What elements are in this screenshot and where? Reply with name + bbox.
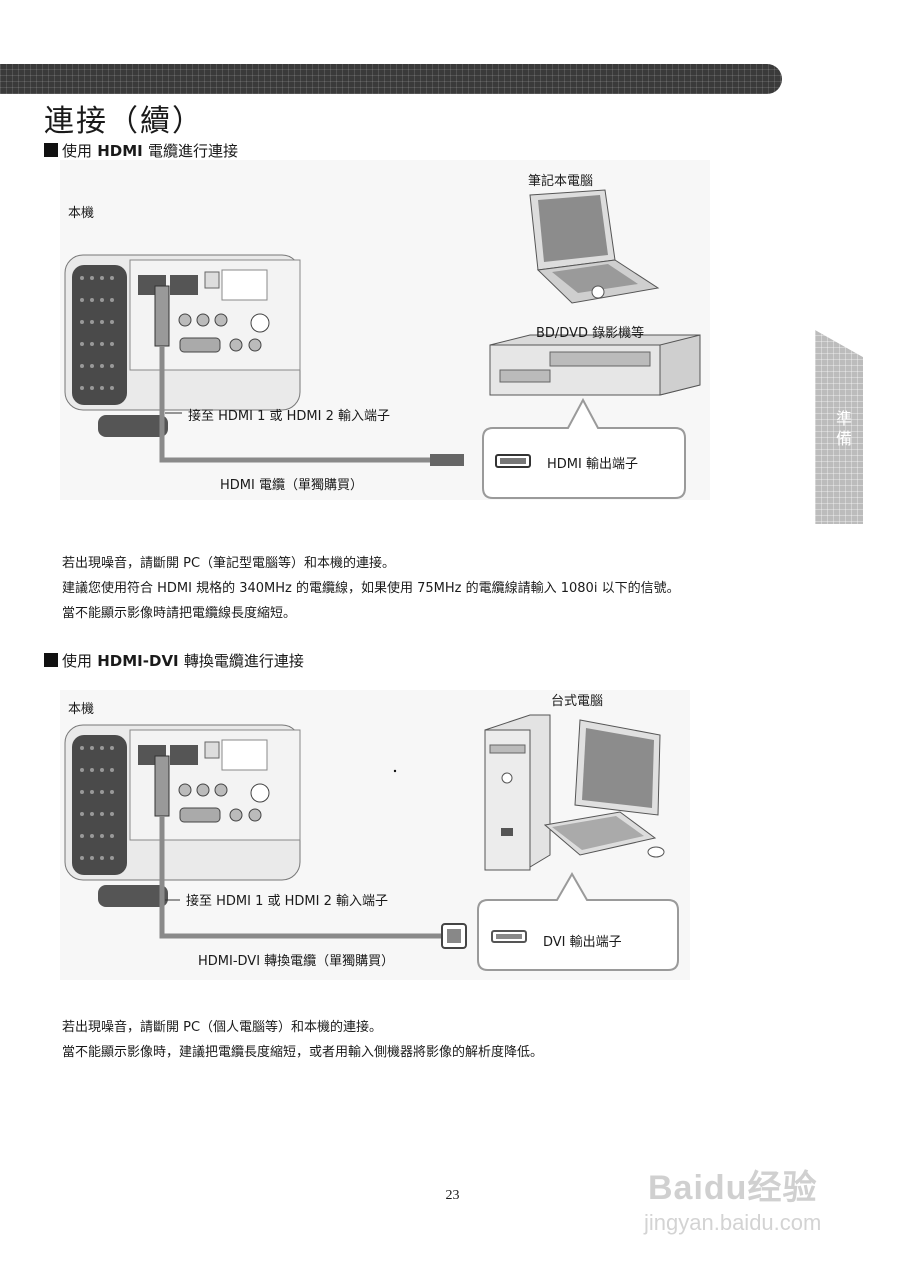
square-bullet-icon bbox=[44, 143, 58, 157]
cable-label: HDMI 電纜（單獨購買） bbox=[220, 478, 363, 493]
output-callout bbox=[482, 397, 686, 499]
bd-dvd-recorder-image bbox=[489, 334, 701, 396]
heading-prefix: 使用 bbox=[62, 652, 93, 670]
hdmi-note-1: 若出現噪音，請斷開 PC（筆記型電腦等）和本機的連接。 bbox=[62, 556, 396, 571]
square-bullet-icon bbox=[44, 653, 58, 667]
watermark-url: jingyan.baidu.com bbox=[644, 1210, 822, 1235]
unit-label: 本機 bbox=[68, 206, 95, 221]
page-title: 連接（續） bbox=[44, 104, 204, 139]
page-number: 23 bbox=[445, 1188, 460, 1203]
recorder-label: BD/DVD 錄影機等 bbox=[536, 326, 645, 341]
watermark-logo: Baidu经验 bbox=[648, 1169, 818, 1207]
hdmi-note-2: 建議您使用符合 HDMI 規格的 340MHz 的電纜線，如果使用 75MHz … bbox=[62, 581, 680, 596]
heading-bold: HDMI bbox=[97, 142, 143, 160]
output-callout bbox=[477, 871, 679, 971]
laptop-label: 筆記本電腦 bbox=[528, 174, 594, 189]
desktop-pc-image bbox=[484, 714, 665, 871]
unit-label: 本機 bbox=[68, 702, 95, 717]
projector-unit-image bbox=[64, 254, 301, 437]
hdmi-dvi-cable bbox=[159, 816, 442, 939]
connect-label: 接至 HDMI 1 或 HDMI 2 輸入端子 bbox=[188, 409, 391, 424]
heading-prefix: 使用 bbox=[62, 142, 93, 160]
connect-label: 接至 HDMI 1 或 HDMI 2 輸入端子 bbox=[186, 894, 389, 909]
hdmi-heading: 使用 HDMI 電纜進行連接 bbox=[44, 140, 238, 161]
heading-suffix: 轉換電纜進行連接 bbox=[183, 652, 304, 670]
laptop-image bbox=[529, 189, 660, 304]
side-tab: 準備 bbox=[815, 330, 863, 524]
side-tab-label: 準備 bbox=[833, 410, 852, 450]
dvi-note-1: 若出現噪音，請斷開 PC（個人電腦等）和本機的連接。 bbox=[62, 1020, 383, 1035]
hdmi-note-3: 當不能顯示影像時請把電纜線長度縮短。 bbox=[62, 606, 297, 621]
hdmi-cable bbox=[159, 346, 430, 463]
desktop-label: 台式電腦 bbox=[551, 694, 604, 709]
projector-unit-image bbox=[64, 724, 301, 907]
heading-bold: HDMI-DVI bbox=[97, 652, 179, 670]
heading-suffix: 電纜進行連接 bbox=[148, 142, 239, 160]
output-label: HDMI 輸出端子 bbox=[547, 457, 638, 472]
hdmi-plug bbox=[430, 454, 464, 466]
hdmi-diagram bbox=[60, 160, 710, 500]
dvi-diagram bbox=[60, 690, 690, 980]
dvi-note-2: 當不能顯示影像時，建議把電纜長度縮短，或者用輸入側機器將影像的解析度降低。 bbox=[62, 1045, 544, 1060]
header-bar bbox=[0, 64, 782, 94]
cable-label: HDMI-DVI 轉換電纜（單獨購買） bbox=[198, 954, 395, 969]
output-label: DVI 輸出端子 bbox=[543, 935, 622, 950]
dvi-heading: 使用 HDMI-DVI 轉換電纜進行連接 bbox=[44, 650, 304, 671]
